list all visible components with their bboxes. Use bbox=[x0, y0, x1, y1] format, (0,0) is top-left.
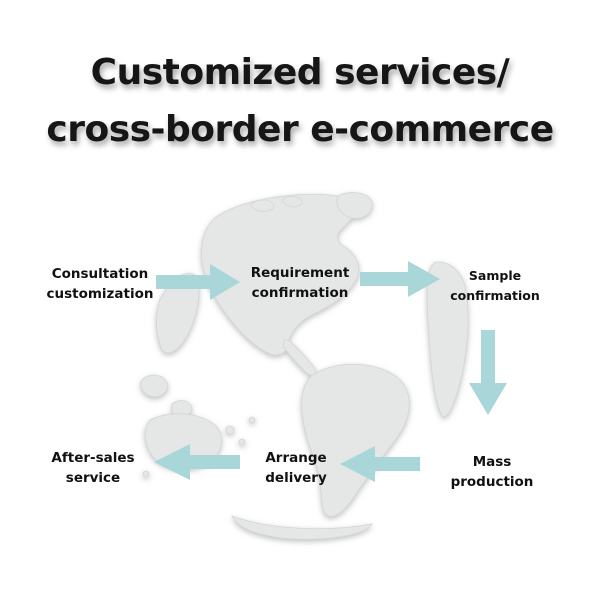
flow-arrow-down bbox=[469, 330, 507, 415]
flow-arrow-right-1 bbox=[156, 264, 240, 300]
step-mass-production: Mass production bbox=[432, 452, 552, 492]
step-label-line2: delivery bbox=[265, 470, 327, 486]
step-label-line2: confirmation bbox=[450, 288, 540, 303]
continent-antarctica bbox=[231, 515, 373, 540]
continent-south-america bbox=[301, 363, 410, 517]
step-consultation: Consultation customization bbox=[40, 264, 160, 304]
continent-asia-edge bbox=[156, 273, 200, 354]
step-after-sales: After-sales service bbox=[38, 448, 148, 488]
island-pacific-1 bbox=[140, 374, 169, 398]
step-label-line1: Mass bbox=[472, 454, 512, 470]
step-label-line2: confirmation bbox=[251, 285, 349, 301]
island-arctic-1 bbox=[249, 199, 275, 212]
step-label-line2: service bbox=[65, 470, 121, 486]
step-sample: Sample confirmation bbox=[440, 266, 550, 306]
title-line-2: cross-border e-commerce bbox=[46, 109, 554, 150]
step-label-line2: production bbox=[450, 474, 534, 490]
step-label-line1: After-sales bbox=[51, 450, 135, 466]
step-label-line1: Requirement bbox=[250, 265, 350, 281]
flow-arrow-left-1 bbox=[340, 446, 420, 482]
flow-arrow-left-2 bbox=[154, 444, 240, 480]
continent-greenland bbox=[336, 192, 373, 219]
step-label-line1: Consultation bbox=[51, 266, 149, 282]
step-label-line1: Arrange bbox=[265, 450, 327, 466]
step-label-line1: Sample bbox=[468, 268, 522, 283]
title-line-1: Customized services/ bbox=[90, 52, 510, 93]
step-arrange-delivery: Arrange delivery bbox=[250, 448, 342, 488]
step-requirement: Requirement confirmation bbox=[240, 263, 360, 303]
flow-arrow-right-2 bbox=[360, 261, 440, 297]
island-arctic-2 bbox=[281, 196, 303, 208]
continent-central-america bbox=[282, 339, 316, 376]
step-label-line2: customization bbox=[46, 286, 154, 302]
